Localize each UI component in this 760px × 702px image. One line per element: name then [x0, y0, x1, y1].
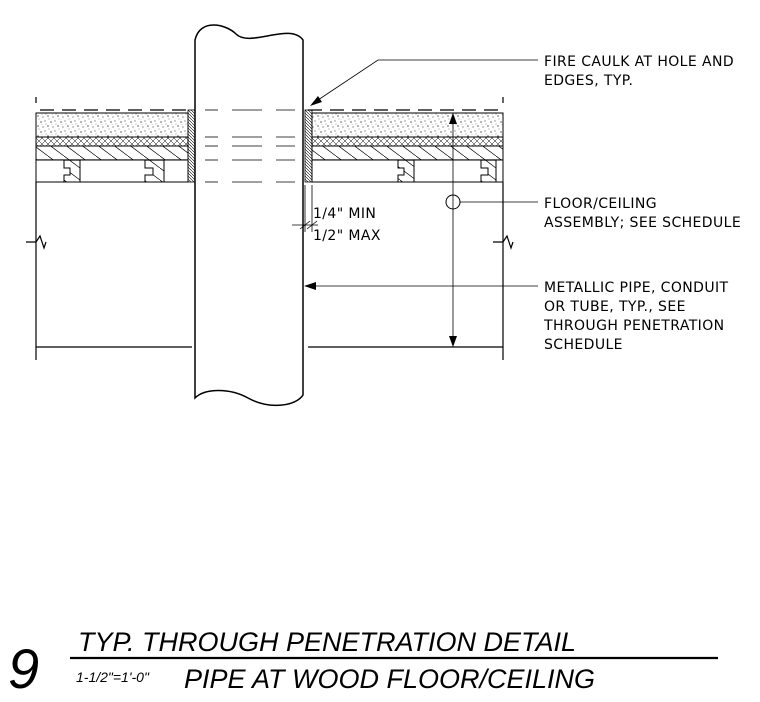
detail-scale: 1-1/2"=1'-0" — [76, 669, 150, 685]
title-block: 9 TYP. THROUGH PENETRATION DETAIL 1-1/2"… — [8, 627, 718, 700]
callout-assembly: FLOOR/CEILING ASSEMBLY; SEE SCHEDULE — [544, 196, 741, 231]
callout-fire-caulk-line-1: FIRE CAULK AT HOLE AND — [544, 54, 734, 70]
callout-pipe-line-1: METALLIC PIPE, CONDUIT — [544, 280, 729, 296]
metallic-pipe — [194, 24, 304, 407]
gap-min-label: 1/4" MIN — [313, 206, 376, 222]
detail-number: 9 — [8, 637, 39, 700]
callout-pipe-line-2: OR TUBE, TYP., SEE — [544, 299, 686, 315]
callout-fire-caulk: FIRE CAULK AT HOLE AND EDGES, TYP. — [544, 54, 734, 89]
detail-subtitle: PIPE AT WOOD FLOOR/CEILING — [184, 664, 595, 694]
floor-ceiling-assembly — [26, 97, 514, 360]
callout-fire-caulk-line-2: EDGES, TYP. — [544, 73, 633, 89]
callout-assembly-line-1: FLOOR/CEILING — [544, 196, 657, 212]
callout-pipe-line-4: SCHEDULE — [544, 337, 623, 353]
gap-max-label: 1/2" MAX — [313, 228, 381, 244]
leader-lines — [304, 59, 538, 290]
callout-pipe: METALLIC PIPE, CONDUIT OR TUBE, TYP., SE… — [543, 280, 729, 353]
callout-assembly-line-2: ASSEMBLY; SEE SCHEDULE — [544, 215, 741, 231]
assembly-height-dimension — [449, 113, 457, 347]
callout-pipe-line-3: THROUGH PENETRATION — [543, 318, 724, 334]
annular-gap-dimension: 1/4" MIN 1/2" MAX — [292, 185, 381, 244]
detail-title: TYP. THROUGH PENETRATION DETAIL — [78, 627, 576, 657]
